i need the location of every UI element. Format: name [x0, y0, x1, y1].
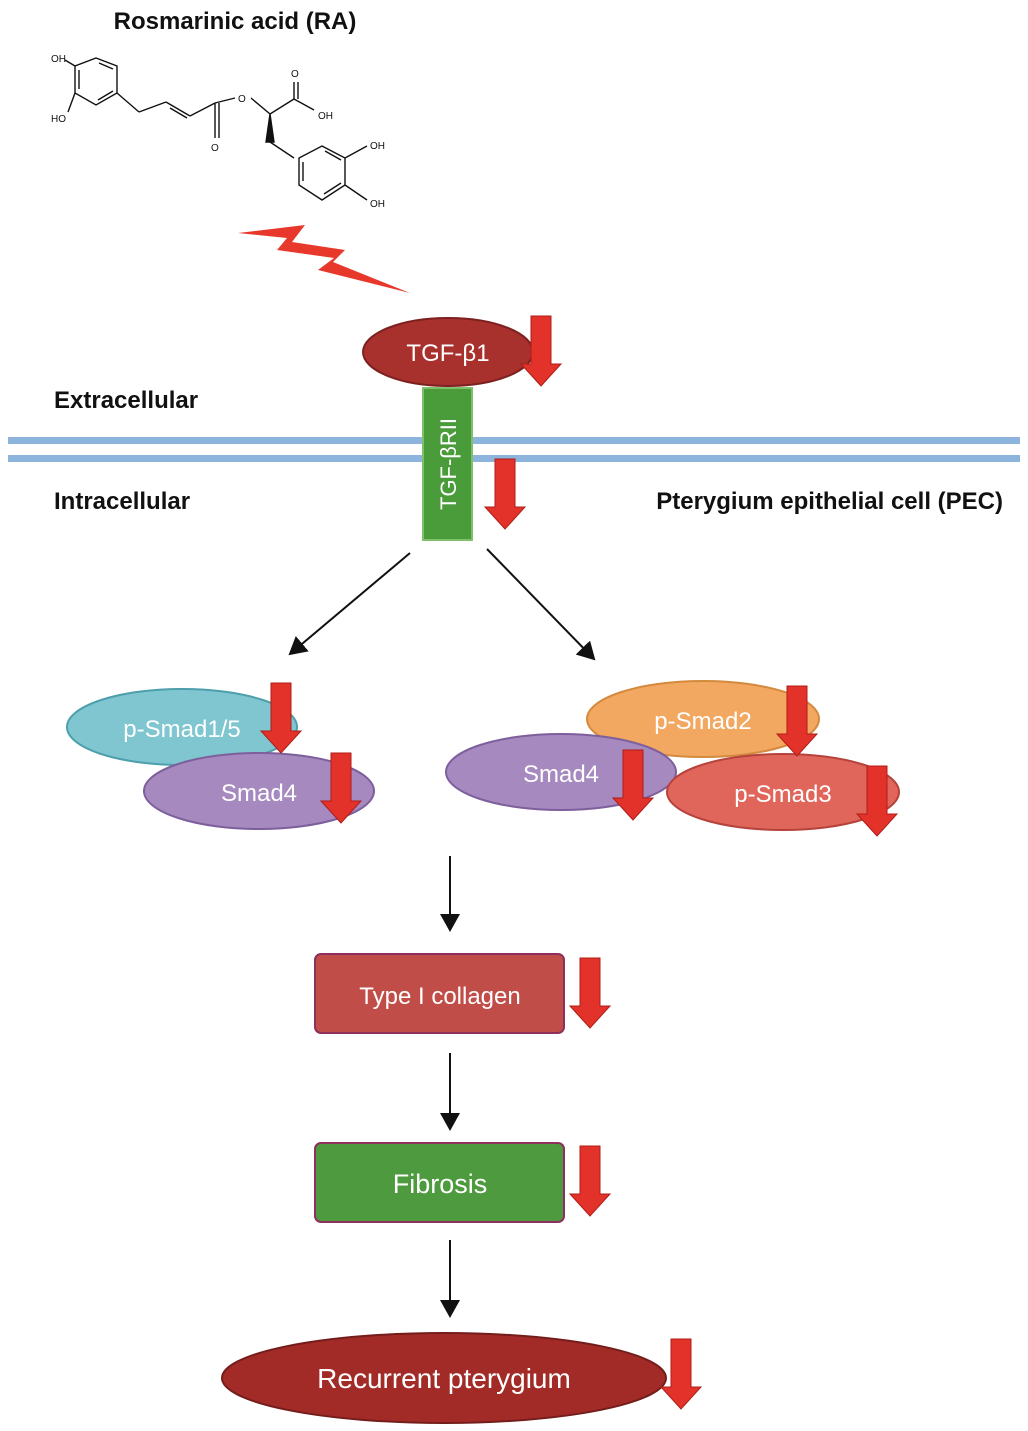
atom-oh-ring-top: OH: [370, 141, 385, 152]
psmad2-label: p-Smad2: [654, 708, 751, 735]
collagen-node: [314, 953, 565, 1034]
compound-title: Rosmarinic acid (RA): [114, 8, 357, 35]
recurrent-pterygium-node: [221, 1332, 667, 1424]
benzene-ring-left: [74, 57, 118, 106]
smad4-left-label: Smad4: [221, 780, 297, 807]
atom-ho-left: HO: [51, 114, 66, 125]
smad4-right-label: Smad4: [523, 761, 599, 788]
recurrent-pterygium-label: Recurrent pterygium: [317, 1363, 571, 1394]
smad4-right-node: [445, 733, 677, 811]
atom-o-carbonyl1: O: [211, 143, 219, 154]
benzene-ring-right: [298, 145, 346, 201]
branch-arrow-left: [288, 552, 411, 656]
psmad3-label: p-Smad3: [734, 781, 831, 808]
tgf-bRII-receptor: [422, 387, 473, 541]
collagen-label: Type I collagen: [359, 983, 520, 1010]
psmad15-label: p-Smad1/5: [123, 716, 240, 743]
atom-o-ester: O: [238, 94, 246, 105]
collagen-down-arrow-icon: [569, 957, 611, 1029]
atom-o-carbonyl2: O: [291, 69, 299, 80]
psmad3-node: [666, 753, 900, 831]
recurrent-down-arrow-icon: [660, 1338, 702, 1410]
membrane-outer: [8, 437, 1020, 444]
smad4-left-node: [143, 752, 375, 830]
cell-type-label: Pterygium epithelial cell (PEC): [656, 488, 1003, 515]
fibrosis-label: Fibrosis: [393, 1169, 488, 1199]
atom-oh-top-left: OH: [51, 54, 66, 65]
psmad2-node: [586, 680, 820, 758]
inhibition-bolt-icon: [238, 225, 410, 293]
tgf-b1-label: TGF-β1: [406, 340, 489, 367]
fibrosis-down-arrow-icon: [569, 1145, 611, 1217]
fibrosis-node: [314, 1142, 565, 1223]
intracellular-label: Intracellular: [54, 488, 190, 515]
atom-oh-acid: OH: [318, 111, 333, 122]
branch-arrow-right: [486, 548, 596, 661]
atom-oh-ring-bottom: OH: [370, 199, 385, 210]
extracellular-label: Extracellular: [54, 387, 198, 414]
receptor-label: TGF-βRII: [436, 418, 461, 510]
rosmarinic-acid-structure: [64, 57, 368, 201]
receptor-down-arrow-icon: [484, 458, 526, 530]
